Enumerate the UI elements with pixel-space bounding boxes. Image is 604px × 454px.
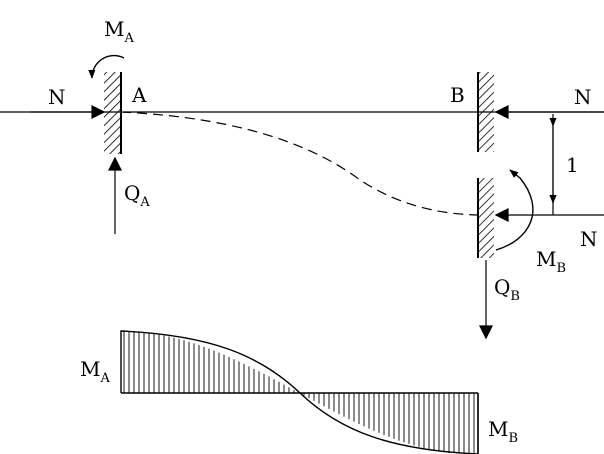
point-b-label: B (450, 83, 465, 107)
diagram-ma-label: MA (80, 357, 110, 386)
shear-a-label: QA (124, 181, 150, 210)
support-b-displaced (477, 178, 494, 258)
moment-b-label: MB (536, 247, 566, 276)
axial-label-right-top: N (574, 85, 592, 109)
axial-label-left: N (48, 85, 66, 109)
moment-a-label: MA (104, 17, 134, 46)
point-a-label: A (131, 83, 147, 107)
support-b-original (477, 72, 494, 152)
axial-label-right-bottom: N (580, 227, 598, 251)
moment-diagram-outline (120, 330, 479, 454)
moment-b-arrow (495, 169, 534, 251)
moment-diagram (120, 330, 479, 454)
diagram-mb-label: MB (488, 417, 518, 446)
support-a (104, 72, 122, 154)
moment-diagram-hatching (123, 331, 475, 453)
shear-b-label: QB (494, 275, 520, 304)
deflected-shape (120, 111, 479, 216)
moment-a-arrow (88, 54, 125, 79)
displacement-label: 1 (566, 153, 579, 177)
